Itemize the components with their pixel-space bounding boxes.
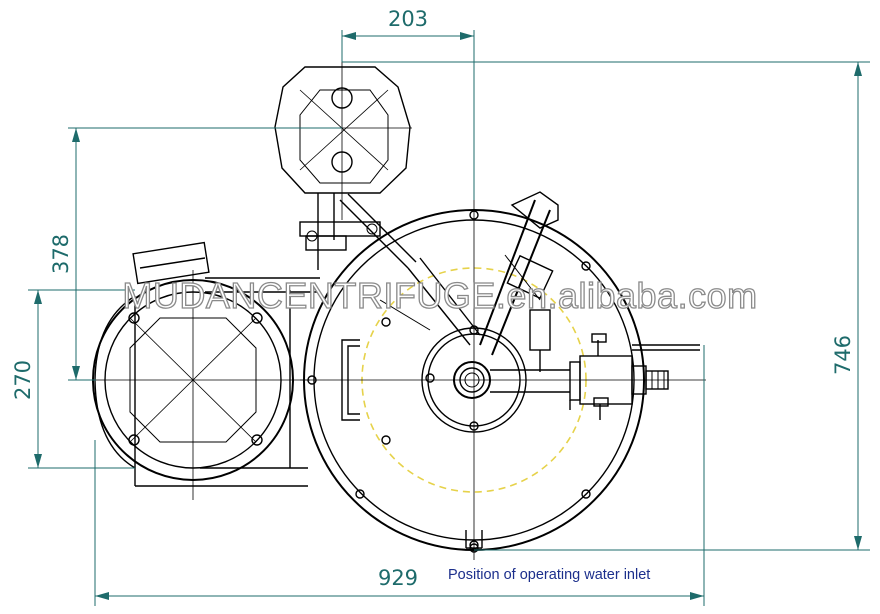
dimension-top-width: 203 [388,7,428,31]
feed-arm [379,191,559,372]
outlet-pipe [490,333,700,420]
dimension-left-upper: 378 [49,234,73,274]
bowl [300,200,706,560]
watermark: MUDANCENTRIFUGE.en.alibaba.com [122,275,757,316]
dimension-bottom-width: 929 [378,566,418,590]
water-inlet-fitting [465,530,483,553]
dimension-right-height: 746 [831,335,855,375]
inlet-note: Position of operating water inlet [448,567,650,583]
dimension-lines [28,30,870,606]
gauge-unit [272,40,417,270]
dimension-left-lower: 270 [11,360,35,400]
